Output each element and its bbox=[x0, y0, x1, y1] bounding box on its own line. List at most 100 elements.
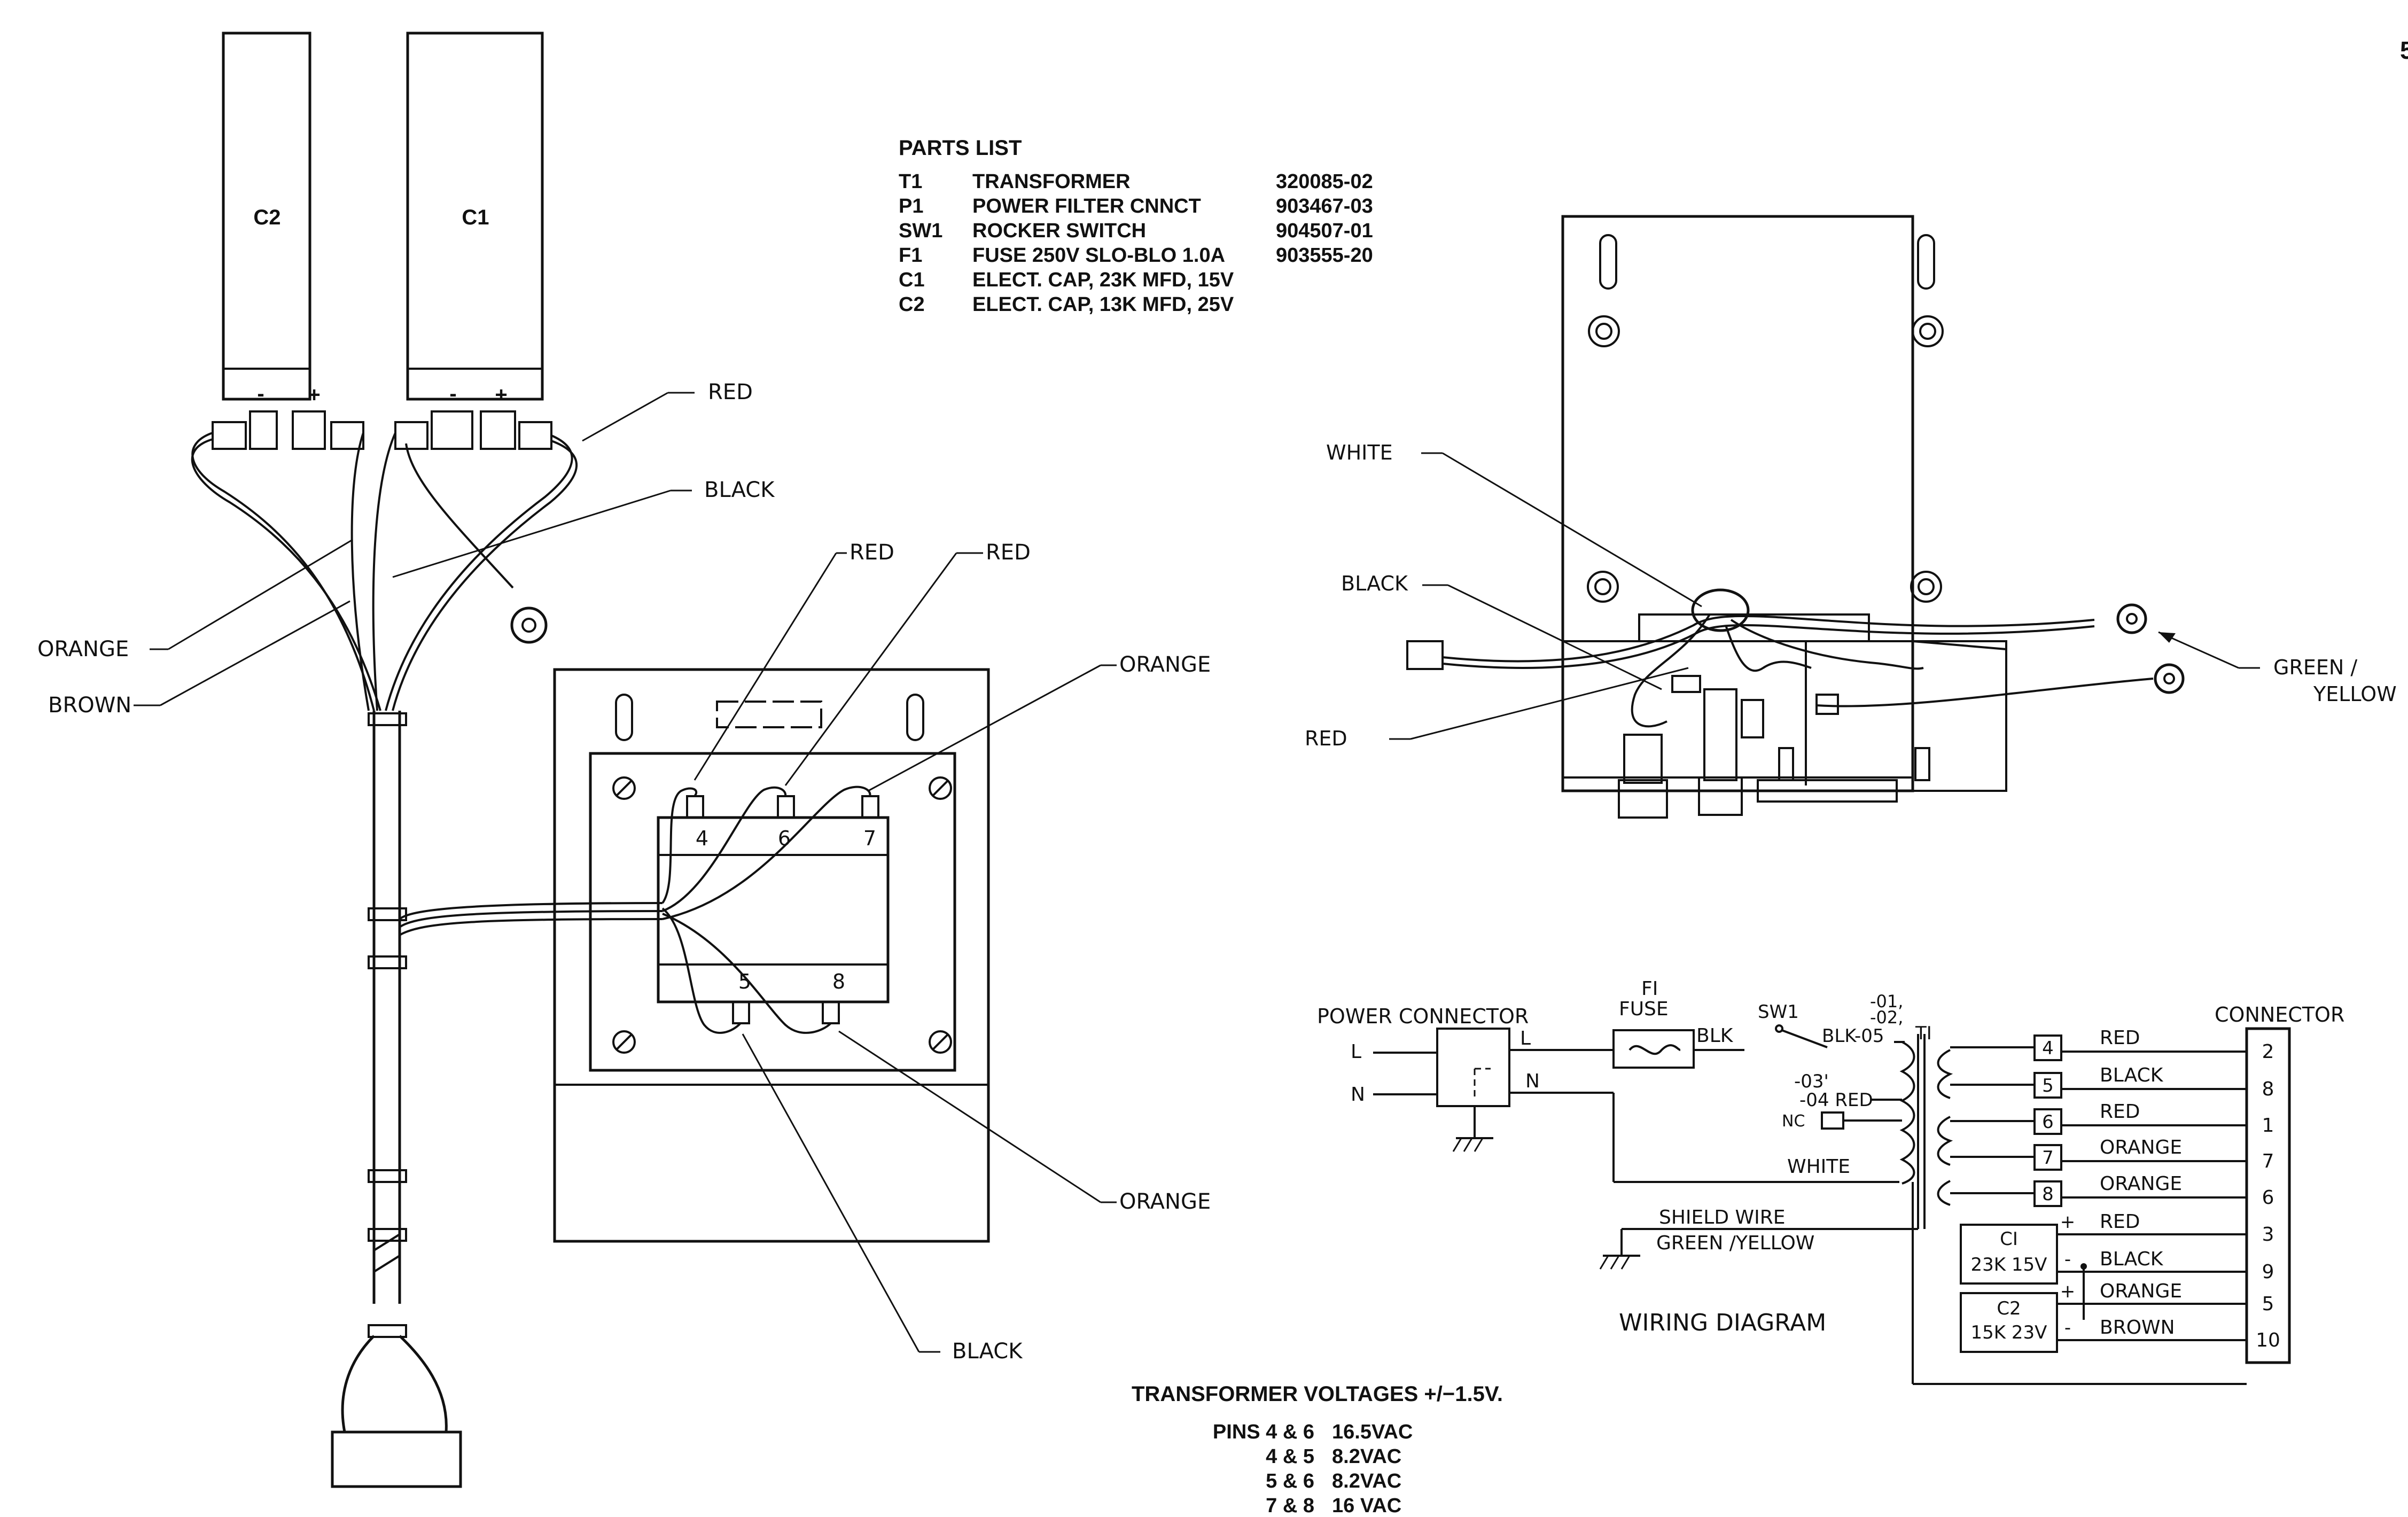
label-brown-capacitor: BROWN bbox=[48, 693, 131, 718]
transformer-tap-number: 5 bbox=[2042, 1075, 2054, 1096]
capacitor-c1: C1 - + bbox=[406, 32, 544, 407]
parts-desc: ROCKER SWITCH bbox=[972, 220, 1146, 242]
connector-pin-number: 8 bbox=[2262, 1078, 2274, 1100]
f1-label: FI bbox=[1641, 978, 1658, 1000]
parts-desc: TRANSFORMER bbox=[972, 170, 1131, 193]
transformer-voltages: TRANSFORMER VOLTAGES +/−1.5V. PINS 4 & 6… bbox=[1132, 1382, 1503, 1517]
parts-desc: ELECT. CAP, 23K MFD, 15V bbox=[972, 269, 1234, 291]
page-number: 5 bbox=[2400, 36, 2408, 64]
label-green-yellow-2: YELLOW bbox=[2313, 682, 2397, 706]
capacitor-polarity: + bbox=[2060, 1281, 2076, 1302]
connector-pin-number: 7 bbox=[2262, 1150, 2274, 1172]
connector-pin-number: 3 bbox=[2262, 1224, 2274, 1246]
chassis-assembly bbox=[1406, 215, 2185, 819]
fuse-label: FUSE bbox=[1619, 998, 1669, 1020]
label-black-capacitor: BLACK bbox=[704, 478, 775, 502]
parts-number: 903555-20 bbox=[1276, 244, 1373, 267]
connector-pin-number: 10 bbox=[2256, 1329, 2280, 1351]
transformer-tap-number: 7 bbox=[2042, 1147, 2054, 1169]
connector-label: CONNECTOR bbox=[2215, 1003, 2344, 1026]
green-yellow-schematic: GREEN /YELLOW bbox=[1656, 1232, 1814, 1254]
transformer-pin-4: 4 bbox=[696, 827, 708, 850]
label-green-yellow-1: GREEN / bbox=[2273, 656, 2357, 679]
connector-pin-number: 2 bbox=[2262, 1041, 2274, 1063]
tap-03: -03' bbox=[1794, 1071, 1829, 1092]
voltage-value: 8.2VAC bbox=[1332, 1445, 1401, 1468]
capacitor-polarity: + bbox=[2060, 1211, 2076, 1233]
transformer-tap-number: 6 bbox=[2042, 1111, 2054, 1133]
blk-label: BLK bbox=[1696, 1025, 1734, 1047]
label-red-pin6: RED bbox=[986, 540, 1031, 565]
label-red-chassis: RED bbox=[1305, 727, 1347, 750]
label-red-capacitor: RED bbox=[708, 380, 753, 404]
parts-number: 904507-01 bbox=[1276, 220, 1373, 242]
power-connector-label: POWER CONNECTOR bbox=[1317, 1005, 1529, 1028]
label-black-pin5: BLACK bbox=[952, 1339, 1023, 1364]
transformer-tap-number: 8 bbox=[2042, 1184, 2054, 1205]
wire-color-label: ORANGE bbox=[2100, 1173, 2182, 1195]
white-schematic: WHITE bbox=[1787, 1156, 1850, 1178]
label-white-chassis: WHITE bbox=[1326, 441, 1393, 464]
nc-label: NC bbox=[1782, 1112, 1805, 1131]
label-orange-capacitor: ORANGE bbox=[37, 637, 129, 662]
voltage-value: 16 VAC bbox=[1332, 1495, 1401, 1517]
tap-01: -01, bbox=[1870, 991, 1903, 1012]
connector-pin-number: 6 bbox=[2262, 1187, 2274, 1209]
voltages-title: TRANSFORMER VOLTAGES +/−1.5V. bbox=[1132, 1382, 1503, 1406]
schematic-L-out: L bbox=[1520, 1028, 1531, 1049]
c1-plus: + bbox=[495, 383, 507, 407]
label-red-pin4: RED bbox=[850, 540, 894, 565]
schematic-L-in: L bbox=[1351, 1041, 1361, 1063]
wiring-diagram-title: WIRING DIAGRAM bbox=[1619, 1309, 1826, 1336]
tap-02: -02, bbox=[1870, 1007, 1903, 1028]
voltage-value: 8.2VAC bbox=[1332, 1470, 1401, 1492]
schematic-N-in: N bbox=[1351, 1084, 1365, 1106]
voltage-pins: PINS 4 & 6 bbox=[1213, 1421, 1314, 1443]
capacitor-polarity: - bbox=[2064, 1317, 2071, 1339]
c2-plus: + bbox=[308, 383, 320, 407]
connector-pin-number: 9 bbox=[2262, 1261, 2274, 1283]
wire-color-label: RED bbox=[2100, 1101, 2140, 1123]
parts-number: 320085-02 bbox=[1276, 170, 1373, 193]
schematic-N-out: N bbox=[1525, 1070, 1540, 1092]
parts-ref: F1 bbox=[899, 244, 922, 267]
blk05-label: BLK-05 bbox=[1822, 1025, 1884, 1047]
wire-color-label: RED bbox=[2100, 1027, 2140, 1049]
c1-label: C1 bbox=[462, 206, 489, 229]
transformer-tap-number: 4 bbox=[2042, 1038, 2054, 1059]
voltage-value: 16.5VAC bbox=[1332, 1421, 1413, 1443]
wiring-schematic: POWER CONNECTOR L N L N FI FUSE BLK SW1 … bbox=[1317, 978, 2344, 1385]
connector-pin-number: 5 bbox=[2262, 1293, 2274, 1315]
transformer-pin-8: 8 bbox=[832, 970, 845, 993]
voltage-pins: 4 & 5 bbox=[1266, 1445, 1314, 1468]
label-orange-pin7: ORANGE bbox=[1119, 652, 1211, 677]
voltage-pins: 5 & 6 bbox=[1266, 1470, 1314, 1492]
shield-wire-label: SHIELD WIRE bbox=[1659, 1207, 1785, 1228]
chassis-wire-labels: WHITE BLACK RED GREEN / YELLOW bbox=[1305, 441, 2397, 750]
parts-desc: FUSE 250V SLO-BLO 1.0A bbox=[972, 244, 1225, 267]
transformer-wire-labels: RED RED ORANGE ORANGE BLACK bbox=[693, 540, 1211, 1364]
c1-sch-line1: CI bbox=[2000, 1228, 2018, 1250]
tap-04-red: -04 RED bbox=[1799, 1090, 1873, 1111]
capacitor-harness bbox=[191, 432, 663, 1488]
parts-ref: T1 bbox=[899, 170, 922, 193]
parts-ref: P1 bbox=[899, 195, 923, 217]
c2-minus: - bbox=[257, 382, 264, 406]
sw1-label: SW1 bbox=[1758, 1001, 1799, 1023]
parts-list-title: PARTS LIST bbox=[899, 136, 1022, 160]
capacitor-polarity: - bbox=[2064, 1249, 2071, 1270]
transformer-bracket: 4 6 7 5 8 bbox=[553, 668, 990, 1243]
label-black-chassis: BLACK bbox=[1341, 572, 1408, 595]
left-wire-labels: RED BLACK ORANGE BROWN bbox=[37, 380, 775, 718]
wire-color-label: ORANGE bbox=[2100, 1137, 2182, 1158]
capacitor-wire-label: BLACK bbox=[2100, 1248, 2164, 1270]
c1-minus: - bbox=[449, 382, 456, 406]
c2-sch-line2: 15K 23V bbox=[1971, 1322, 2047, 1343]
capacitor-terminals bbox=[212, 410, 552, 450]
c1-sch-line2: 23K 15V bbox=[1971, 1254, 2047, 1275]
c2-sch-line1: C2 bbox=[1997, 1298, 2021, 1319]
parts-ref: C2 bbox=[899, 293, 925, 316]
label-orange-pin8: ORANGE bbox=[1119, 1189, 1211, 1214]
